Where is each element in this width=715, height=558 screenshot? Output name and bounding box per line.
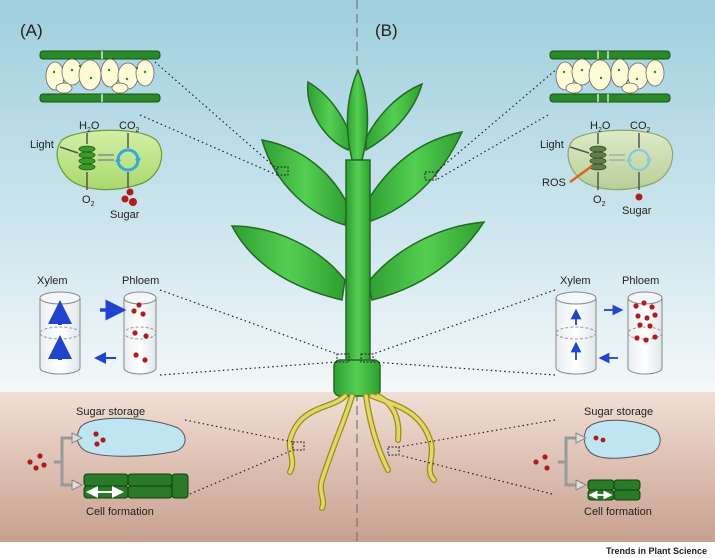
o2-label-a: O2 bbox=[82, 194, 95, 208]
plant bbox=[230, 68, 486, 397]
leaf-lower-left bbox=[230, 225, 346, 301]
cell-formation-label-b: Cell formation bbox=[584, 506, 652, 518]
stem bbox=[345, 159, 371, 383]
connector-lines bbox=[139, 61, 566, 495]
o2-label-b: O2 bbox=[593, 194, 606, 208]
sugar-label-b: Sugar bbox=[622, 205, 652, 217]
co2-label-b: CO2 bbox=[630, 120, 651, 134]
roots-fill bbox=[287, 394, 436, 510]
co2-label-a: CO2 bbox=[119, 120, 140, 134]
xylem-label-a: Xylem bbox=[37, 275, 68, 287]
leaf-top-left bbox=[307, 80, 353, 151]
leaf-mid-left bbox=[260, 139, 349, 226]
ros-label: ROS bbox=[542, 177, 566, 189]
light-label-b: Light bbox=[540, 139, 564, 151]
leaf-tissue-b bbox=[549, 50, 671, 103]
leaf-apex bbox=[346, 68, 369, 161]
chloroplast-b bbox=[567, 129, 674, 201]
sample-box-leaf-b bbox=[424, 171, 437, 181]
sugar-storage-label-a: Sugar storage bbox=[76, 406, 145, 418]
journal-credit: Trends in Plant Science bbox=[606, 546, 707, 556]
footer-strip bbox=[0, 542, 715, 558]
panel-label-b: (B) bbox=[375, 21, 398, 40]
vascular-a: Xylem Phloem bbox=[37, 275, 159, 375]
h2o-label-b: H2O bbox=[590, 120, 611, 134]
vascular-b: Xylem Phloem bbox=[555, 275, 663, 375]
ros-arrow bbox=[569, 164, 593, 184]
sugar-dot-b bbox=[635, 193, 643, 201]
h2o-label-a: H2O bbox=[79, 120, 100, 134]
panel-label-a: (A) bbox=[20, 21, 43, 40]
stem-base bbox=[333, 359, 381, 397]
sample-box-leaf-a bbox=[276, 166, 289, 176]
phloem-label-b: Phloem bbox=[622, 275, 659, 287]
leaf-lower-right bbox=[367, 221, 486, 301]
sugar-dots-a bbox=[121, 188, 137, 206]
phloem-label-a: Phloem bbox=[122, 275, 159, 287]
xylem-label-b: Xylem bbox=[560, 275, 591, 287]
leaf-top-right bbox=[365, 82, 424, 152]
chloroplast-a bbox=[56, 129, 163, 206]
sample-box-root-a bbox=[292, 441, 305, 451]
sugar-storage-label-b: Sugar storage bbox=[584, 406, 653, 418]
root-cells-a: Sugar storage Cell formation bbox=[27, 406, 189, 518]
leaf-mid-right bbox=[367, 131, 464, 224]
sugar-label-a: Sugar bbox=[110, 209, 140, 221]
sample-box-stem-a bbox=[336, 353, 350, 363]
sample-box-root-b bbox=[387, 446, 400, 456]
leaf-tissue-a bbox=[39, 50, 161, 103]
light-label-a: Light bbox=[30, 139, 54, 151]
sample-box-stem-b bbox=[360, 353, 374, 363]
cell-formation-label-a: Cell formation bbox=[86, 506, 154, 518]
root-cells-b: Sugar storage Cell formation bbox=[533, 406, 661, 518]
